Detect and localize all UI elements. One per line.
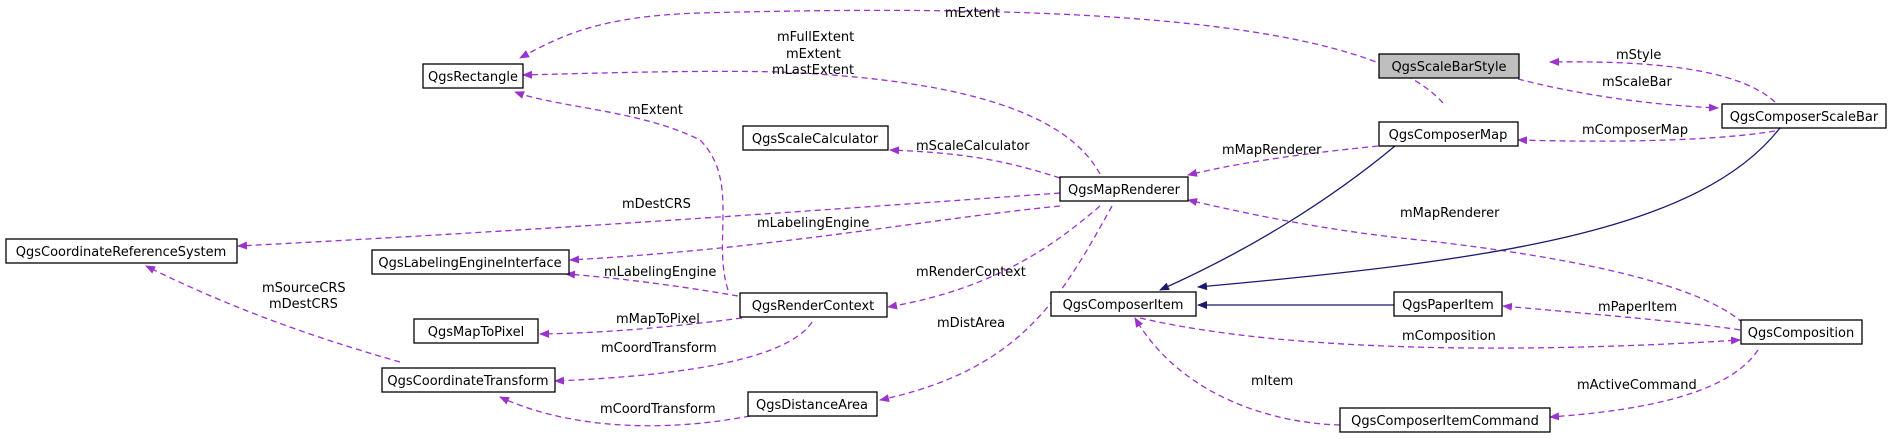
edge-rendercontext-rectangle-extent — [514, 91, 729, 291]
edge-maprenderer-distancearea — [879, 205, 1113, 403]
edge-composermap-rectangle-extent — [519, 9, 1444, 104]
edge-maprenderer-crs-destcrs — [237, 192, 1061, 250]
edge-label: mScaleBar — [1602, 75, 1673, 90]
edge-rendercontext-maptopixel — [539, 317, 743, 338]
edge-label: mLabelingEngine — [757, 216, 869, 231]
edge-label: mMapRenderer — [1400, 206, 1500, 221]
edge-label: mLabelingEngine — [604, 265, 716, 280]
edge-composition-paperitem — [1502, 302, 1741, 331]
edge-label: mScaleCalculator — [916, 139, 1030, 154]
svg-text:QgsScaleBarStyle: QgsScaleBarStyle — [1391, 60, 1506, 75]
edge-label: mMapToPixel — [616, 312, 700, 327]
edge-label: mCoordTransform — [601, 341, 717, 356]
edge-label: mStyle — [1616, 48, 1661, 63]
edge-label: mDistArea — [937, 316, 1005, 331]
edge-label: mComposerMap — [1582, 123, 1688, 138]
svg-text:QgsComposerItem: QgsComposerItem — [1063, 298, 1184, 313]
edge-label: mActiveCommand — [1577, 378, 1697, 393]
node-qgscoordinatereferencesystem[interactable]: QgsCoordinateReferenceSystem — [5, 238, 238, 264]
edge-label: mItem — [1251, 374, 1293, 389]
node-qgsrectangle[interactable]: QgsRectangle — [422, 63, 524, 89]
edge-distancearea-coordtransform — [499, 396, 751, 427]
edge-composition-maprenderer — [1187, 198, 1744, 324]
edge-rendercontext-labelingengine — [565, 270, 739, 297]
edge-label: mCoordTransform — [600, 402, 716, 417]
edge-rendercontext-coordtransform — [554, 321, 813, 385]
edge-maprenderer-scalecalculator — [889, 146, 1061, 179]
edge-label: mLastExtent — [772, 63, 854, 78]
svg-text:QgsMapRenderer: QgsMapRenderer — [1068, 183, 1181, 198]
edge-label: mRenderContext — [916, 265, 1026, 280]
edge-maprenderer-rendercontext — [887, 205, 1101, 310]
edge-label: mDestCRS — [622, 197, 691, 212]
svg-text:QgsComposition: QgsComposition — [1748, 326, 1854, 341]
node-qgsscalebarstyle[interactable]: QgsScaleBarStyle — [1378, 53, 1520, 79]
node-qgsmaptopixel[interactable]: QgsMapToPixel — [413, 318, 539, 344]
svg-text:QgsDistanceArea: QgsDistanceArea — [756, 398, 868, 413]
edge-label: mSourceCRS — [262, 281, 346, 296]
node-qgsmaprenderer[interactable]: QgsMapRenderer — [1059, 176, 1189, 202]
edge-maprenderer-rectangle-extents — [522, 70, 1101, 175]
svg-text:QgsComposerScaleBar: QgsComposerScaleBar — [1730, 110, 1879, 125]
svg-text:QgsScaleCalculator: QgsScaleCalculator — [752, 132, 879, 147]
edge-label: mMapRenderer — [1222, 143, 1322, 158]
edge-label: mExtent — [628, 103, 683, 118]
svg-text:QgsComposerItemCommand: QgsComposerItemCommand — [1351, 414, 1539, 429]
edge-label: mComposition — [1402, 329, 1496, 344]
svg-text:QgsMapToPixel: QgsMapToPixel — [428, 325, 524, 340]
edge-scalebar-composermap-composermap — [1517, 130, 1776, 145]
node-qgscomposerscalebar[interactable]: QgsComposerScaleBar — [1721, 103, 1887, 129]
edge-composition-itemcommand — [1549, 349, 1759, 421]
edge-scalebar-scalebarstyle-style — [1549, 57, 1776, 103]
node-qgsscalecalculator[interactable]: QgsScaleCalculator — [742, 125, 889, 151]
svg-text:QgsPaperItem: QgsPaperItem — [1402, 298, 1494, 313]
svg-text:QgsCoordinateReferenceSystem: QgsCoordinateReferenceSystem — [16, 245, 226, 260]
node-qgscomposeritemcommand[interactable]: QgsComposerItemCommand — [1339, 407, 1551, 433]
svg-text:QgsRectangle: QgsRectangle — [428, 70, 518, 85]
edge-label: mFullExtent — [777, 30, 854, 45]
edge-composermap-maprenderer — [1187, 145, 1379, 177]
svg-text:QgsComposerMap: QgsComposerMap — [1389, 128, 1508, 143]
node-qgsdistancearea[interactable]: QgsDistanceArea — [747, 391, 878, 417]
node-qgscoordinatetransform[interactable]: QgsCoordinateTransform — [381, 367, 556, 393]
edge-coordtransform-crs — [145, 265, 401, 363]
node-qgscomposermap[interactable]: QgsComposerMap — [1378, 121, 1519, 147]
node-qgscomposeritem[interactable]: QgsComposerItem — [1050, 291, 1197, 317]
node-qgspaperitem[interactable]: QgsPaperItem — [1393, 291, 1503, 317]
edge-label: mExtent — [786, 47, 841, 62]
edge-composermap-composeritem-inherit — [1159, 145, 1396, 291]
svg-text:QgsCoordinateTransform: QgsCoordinateTransform — [387, 374, 548, 389]
edge-scalebarstyle-scalebar-scalebar — [1517, 78, 1719, 112]
edge-label: mPaperItem — [1598, 300, 1677, 315]
svg-text:QgsLabelingEngineInterface: QgsLabelingEngineInterface — [378, 256, 561, 271]
node-qgsrendercontext[interactable]: QgsRenderContext — [739, 292, 888, 318]
node-qgslabelingengineinterface[interactable]: QgsLabelingEngineInterface — [371, 249, 570, 275]
edge-maprenderer-labelingengine — [569, 205, 1061, 264]
node-qgscomposition[interactable]: QgsComposition — [1740, 319, 1863, 345]
edge-itemcommand-composeritem — [1134, 317, 1341, 426]
edge-label: mDestCRS — [269, 297, 338, 312]
edge-label: mExtent — [945, 6, 1000, 21]
edge-scalebar-composeritem-inherit — [1197, 127, 1781, 291]
svg-text:QgsRenderContext: QgsRenderContext — [752, 299, 874, 314]
edge-composeritem-composition — [1139, 317, 1741, 349]
